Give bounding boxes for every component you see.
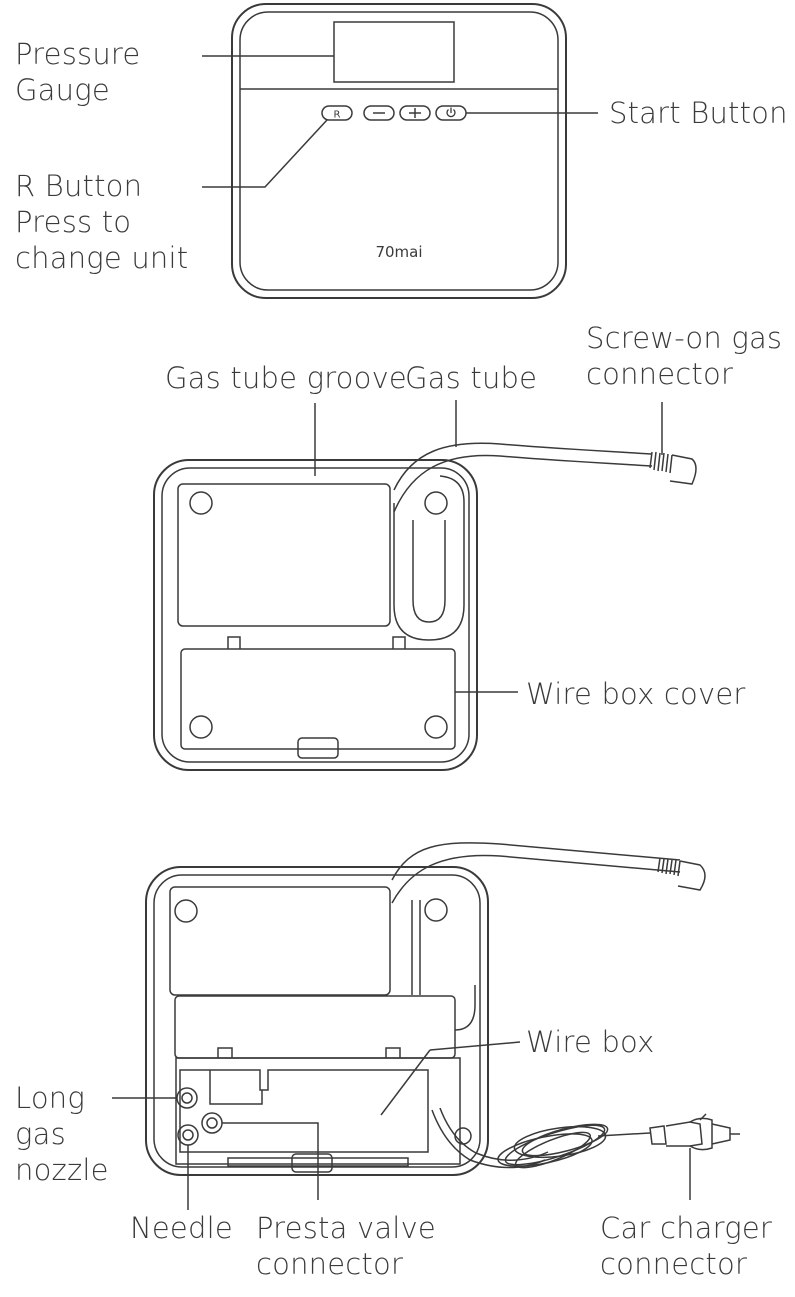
label-car-charger: Car charger connector — [600, 1210, 772, 1282]
front-body-inner — [239, 11, 559, 291]
upper-recess — [177, 483, 391, 627]
label-wire-box-cover: Wire box cover — [526, 677, 746, 711]
label-needle: Needle — [130, 1211, 233, 1245]
label-presta-valve: Presta valve connector — [256, 1210, 436, 1282]
label-long-gas-nozzle: Long gas nozzle — [15, 1080, 109, 1188]
leader-wire-box-a — [429, 1041, 521, 1051]
r-button[interactable]: R — [321, 105, 353, 121]
brand-logo: 70mai — [375, 243, 422, 261]
label-presta-line1: Presta valve — [256, 1211, 436, 1245]
front-view: R 70mai — [202, 3, 598, 299]
open-body-outer — [145, 866, 489, 1176]
label-r-button: R Button Press to change unit — [15, 168, 188, 276]
svg-text:R: R — [334, 110, 341, 121]
open-cover — [174, 995, 456, 1059]
label-pressure-gauge: Pressure Gauge — [15, 36, 140, 108]
wire-box — [175, 1057, 461, 1165]
cable-coil — [497, 1123, 609, 1169]
plus-button[interactable] — [399, 105, 431, 121]
car-charger-plug — [649, 1113, 740, 1151]
back-view-open — [112, 842, 740, 1210]
label-long-nozzle-line1: Long — [15, 1081, 85, 1115]
label-car-charger-line2: connector — [600, 1247, 748, 1281]
power-button[interactable] — [435, 105, 467, 121]
label-r-button-line2: Press to — [15, 205, 132, 239]
screw-connector — [649, 451, 697, 485]
label-screw-connector-line1: Screw-on gas — [586, 321, 783, 355]
back-view-closed — [153, 400, 697, 771]
label-r-button-line3: change unit — [15, 241, 189, 275]
label-presta-line2: connector — [256, 1247, 404, 1281]
label-r-button-line1: R Button — [15, 169, 143, 203]
label-car-charger-line1: Car charger — [600, 1211, 773, 1245]
front-body-outer — [231, 3, 567, 299]
leader-r-button — [202, 119, 328, 188]
label-screw-connector: Screw-on gas connector — [586, 320, 782, 392]
label-pressure-gauge-line1: Pressure — [15, 37, 141, 71]
pressure-display — [333, 21, 455, 83]
label-long-nozzle-line2: gas — [15, 1117, 66, 1151]
label-pressure-gauge-line2: Gauge — [15, 73, 110, 107]
wire-box-cover — [180, 648, 456, 750]
leader-presta — [222, 1122, 319, 1200]
label-wire-box: Wire box — [526, 1025, 655, 1059]
label-long-nozzle-line3: nozzle — [15, 1153, 109, 1187]
minus-button[interactable] — [363, 105, 395, 121]
label-start-button: Start Button — [609, 96, 788, 130]
power-icon — [446, 108, 456, 118]
label-gas-tube-groove: Gas tube groove — [165, 361, 407, 395]
back-body-outer — [153, 459, 478, 771]
label-gas-tube: Gas tube — [405, 361, 538, 395]
open-body-inner — [153, 874, 481, 1168]
label-screw-connector-line2: connector — [586, 357, 734, 391]
leader-wire-box-b — [380, 1049, 431, 1116]
cover-latch — [297, 737, 339, 759]
